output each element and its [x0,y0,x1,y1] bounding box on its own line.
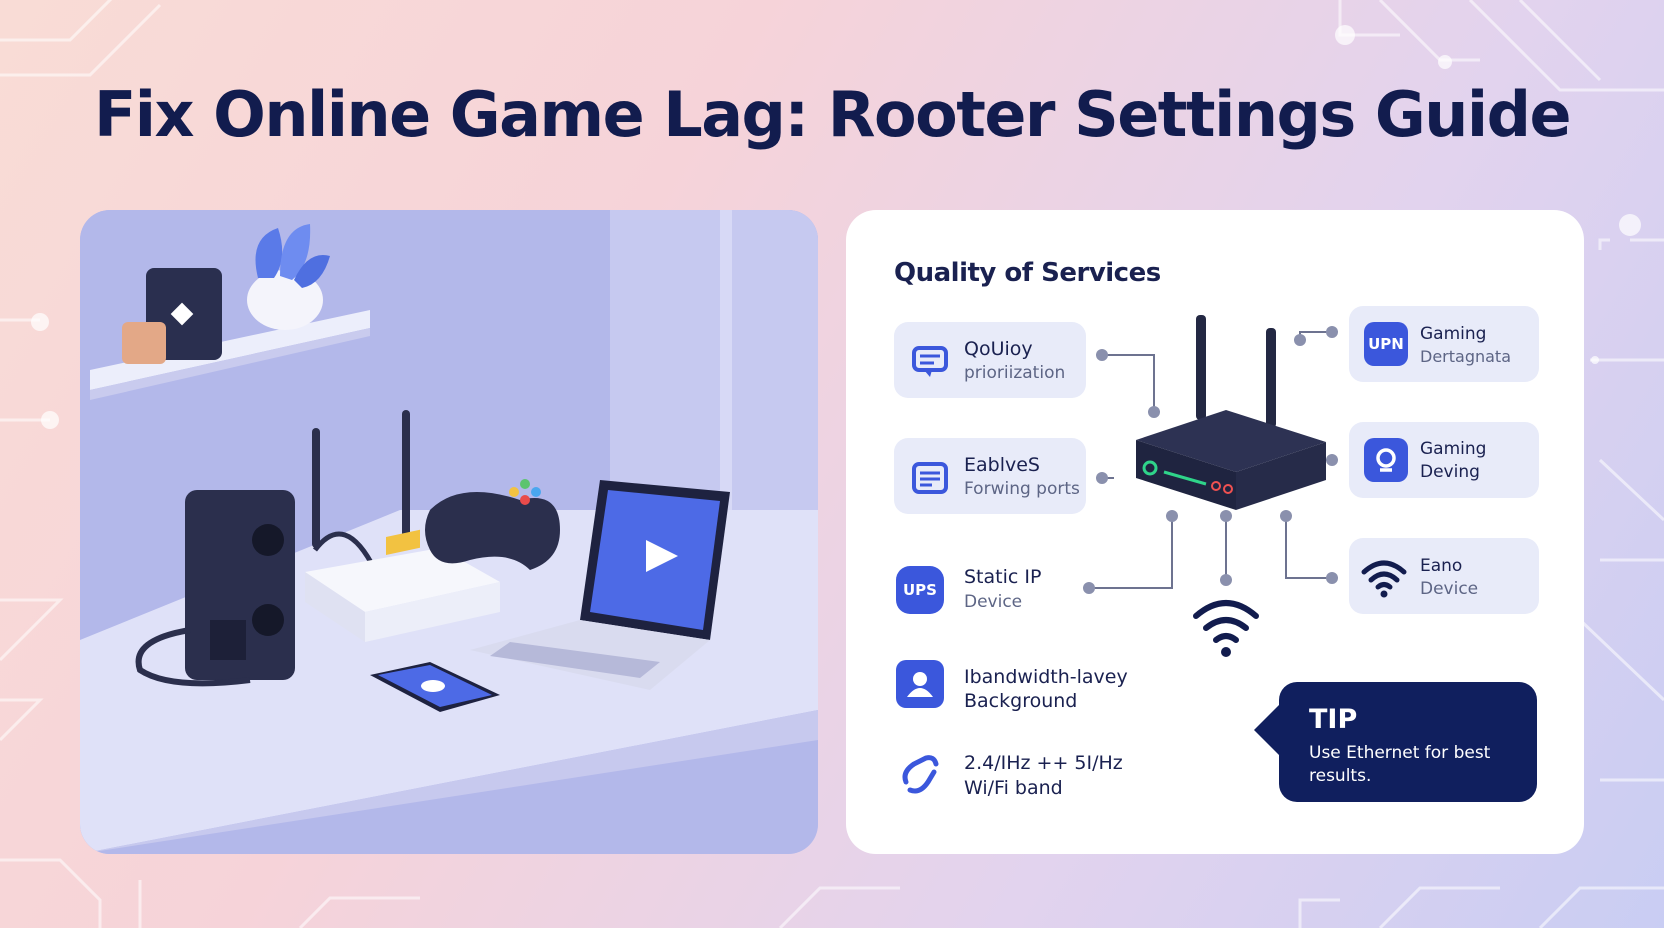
desk-illustration [80,210,818,854]
item-subtitle: Wi/Fi band [964,777,1063,799]
tip-body: Use Ethernet for best results. [1309,743,1491,786]
page-title: Fix Online Game Lag: Rooter Settings Gui… [93,78,1572,151]
pin-icon [1364,438,1408,482]
item-subtitle: Deving [1420,462,1480,482]
tip-callout: TIP Use Ethernet for best results. [1279,682,1537,802]
qos-panel: Quality of Services [846,210,1584,854]
link-icon [896,750,944,798]
item-subtitle: Dertagnata [1420,347,1511,366]
item-title: Gaming [1420,439,1487,459]
item-subtitle: Device [964,592,1023,612]
item-title: Gaming [1420,324,1487,344]
item-subtitle: Device [1420,579,1479,599]
item-subtitle: Background [964,690,1078,712]
item-title: EablveS [964,454,1040,476]
item-title: Eano [1420,556,1463,576]
user-icon [896,660,944,708]
item-subtitle: prioriization [964,363,1066,383]
wifi-icon [1360,554,1408,602]
list-item-port-forwarding[interactable] [894,438,1086,514]
tip-heading: TIP [1309,704,1358,735]
item-title: 2.4/IHz ++ 5I/Hz [964,752,1123,774]
item-title: Static IP [964,566,1042,588]
network-diagram [1083,315,1338,755]
list-icon [906,454,954,502]
wifi-signal-icon [1193,600,1259,643]
ups-icon: UPS [896,566,944,614]
item-subtitle: Forwing ports [964,479,1080,499]
item-title: Ibandwidth-lavey [964,666,1128,688]
panel-heading: Quality of Services [894,258,1161,288]
item-title: QoUioy [964,338,1033,360]
upn-icon: UPN [1364,322,1408,366]
message-icon [906,338,954,386]
list-item-qos[interactable] [894,322,1086,398]
